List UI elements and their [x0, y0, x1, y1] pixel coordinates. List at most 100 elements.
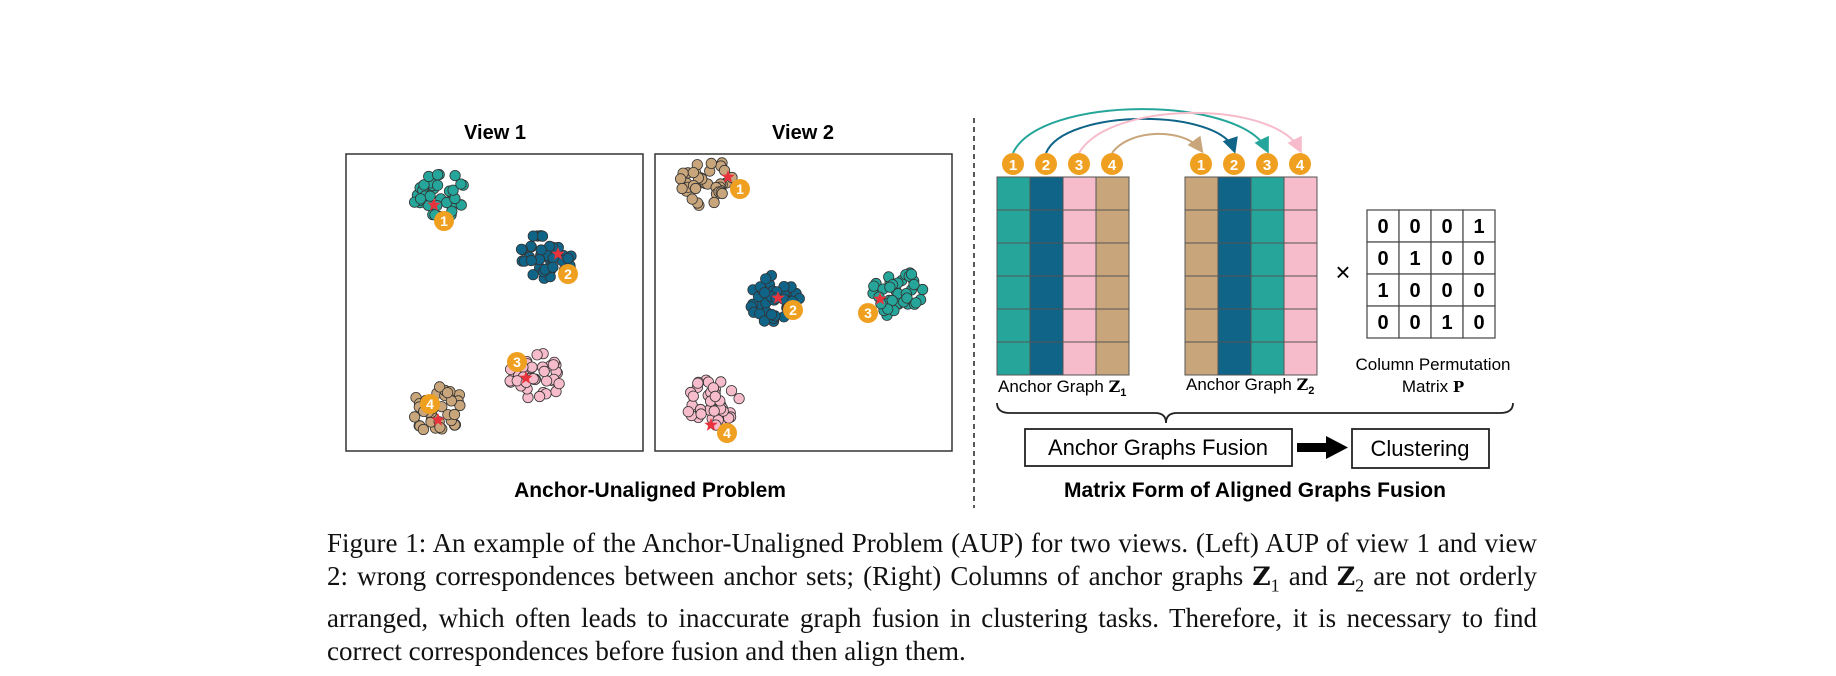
cluster-point [533, 390, 546, 403]
svg-text:4: 4 [1108, 157, 1117, 174]
svg-text:2: 2 [1042, 157, 1050, 174]
anchor-star [721, 170, 735, 183]
matrix-cell [1029, 275, 1064, 310]
cluster-point [868, 280, 880, 292]
cluster-point [454, 399, 466, 412]
perm-cell [1462, 305, 1496, 339]
matrix-cell [996, 242, 1031, 277]
cluster-point [725, 385, 738, 397]
cluster-point [547, 261, 559, 273]
cluster-point [408, 411, 421, 423]
cluster-point [455, 178, 467, 190]
z2-badge-2: 2 [1223, 153, 1245, 175]
cluster-point [448, 408, 461, 421]
cluster-point [695, 408, 707, 420]
anchor-badge: 4 [420, 394, 440, 414]
caption-text-2: and [1279, 561, 1337, 591]
matrix-cell [1217, 176, 1252, 211]
caption-z2: Z [1336, 562, 1356, 591]
perm-cell-value: 1 [1473, 216, 1484, 238]
caption-text-1: Figure 1: An example of the Anchor-Unali… [327, 528, 1537, 591]
cluster-point [562, 252, 574, 264]
cluster-point [441, 387, 454, 399]
matrix-cell [1062, 275, 1097, 310]
cluster-6: 2 [745, 269, 805, 327]
cluster-point [418, 179, 430, 191]
cluster-point [687, 167, 700, 179]
matrix-cell [1062, 209, 1097, 244]
matrix-cell [1029, 242, 1064, 277]
matrix-cell [1184, 209, 1219, 244]
clustering-box [1351, 428, 1490, 469]
matrix-cell [1283, 176, 1318, 211]
cluster-point [431, 169, 444, 181]
caption-z2-sub: 2 [1355, 575, 1365, 596]
cluster-point [716, 187, 728, 200]
view2-title: View 2 [772, 122, 834, 144]
matrix-cell [1062, 341, 1097, 376]
svg-text:3: 3 [864, 305, 872, 321]
perm-cell-value: 0 [1441, 216, 1452, 238]
matrix-cell [1217, 308, 1252, 343]
perm-cell-value: 0 [1473, 280, 1484, 302]
matrix-cell [1250, 275, 1285, 310]
cluster-point [553, 378, 565, 390]
cluster-point [715, 376, 727, 388]
flow-arrow [1297, 436, 1348, 459]
anchor-badge: 3 [507, 352, 527, 372]
perm-cell-value: 0 [1377, 312, 1388, 334]
matrix-cell [1029, 209, 1064, 244]
cluster-point [687, 390, 699, 402]
perm-cell-value: 1 [1377, 280, 1388, 302]
view1-title: View 1 [464, 122, 526, 144]
matrix-cell [1095, 341, 1130, 376]
cluster-point [676, 182, 688, 195]
cluster-point [708, 405, 720, 417]
perm-cell [1462, 209, 1496, 243]
perm-cell-value: 0 [1377, 216, 1388, 238]
svg-text:3: 3 [513, 354, 521, 370]
cluster-5: 1 [674, 157, 750, 211]
cluster-point [531, 349, 543, 361]
matrix-cell [1095, 209, 1130, 244]
cluster-point [884, 281, 896, 293]
svg-text:1: 1 [1009, 157, 1017, 174]
anchor-star [551, 247, 565, 260]
cluster-point [759, 287, 771, 299]
z1-badge-1: 1 [1002, 153, 1024, 175]
matrix-cell [1029, 176, 1064, 211]
perm-cell [1398, 241, 1432, 275]
matrix-cell [1250, 308, 1285, 343]
cluster-point [901, 292, 913, 304]
cluster-point [908, 278, 920, 291]
cluster-point [417, 423, 429, 436]
anchor-badge: 3 [858, 303, 878, 323]
svg-text:4: 4 [723, 425, 731, 441]
anchor-star [873, 292, 887, 305]
matrix-cell [1062, 176, 1097, 211]
matrix-cell [996, 275, 1031, 310]
perm-label-line1: Column Permutation [1356, 355, 1511, 374]
cluster-point [431, 179, 444, 191]
view1-box [345, 153, 644, 452]
cluster-point [525, 254, 537, 267]
cluster-point [765, 308, 778, 321]
cluster-point [758, 315, 771, 327]
cluster-point [414, 193, 427, 205]
matrix-cell [1217, 209, 1252, 244]
cluster-point [447, 184, 459, 196]
cluster-point [709, 390, 721, 402]
svg-text:1: 1 [1197, 157, 1205, 174]
matrix-cell [1250, 209, 1285, 244]
perm-cell [1430, 305, 1464, 339]
perm-cell-value: 0 [1473, 248, 1484, 270]
svg-text:4: 4 [426, 396, 434, 412]
fusion-box [1024, 428, 1293, 467]
matrix-cell [996, 308, 1031, 343]
arrow-4-to-1 [1111, 132, 1204, 154]
anchor-badge: 2 [558, 264, 578, 284]
caption-text-3: are not orderly arranged, which often le… [327, 561, 1538, 667]
anchor-star [427, 198, 441, 211]
cluster-point [686, 193, 698, 205]
